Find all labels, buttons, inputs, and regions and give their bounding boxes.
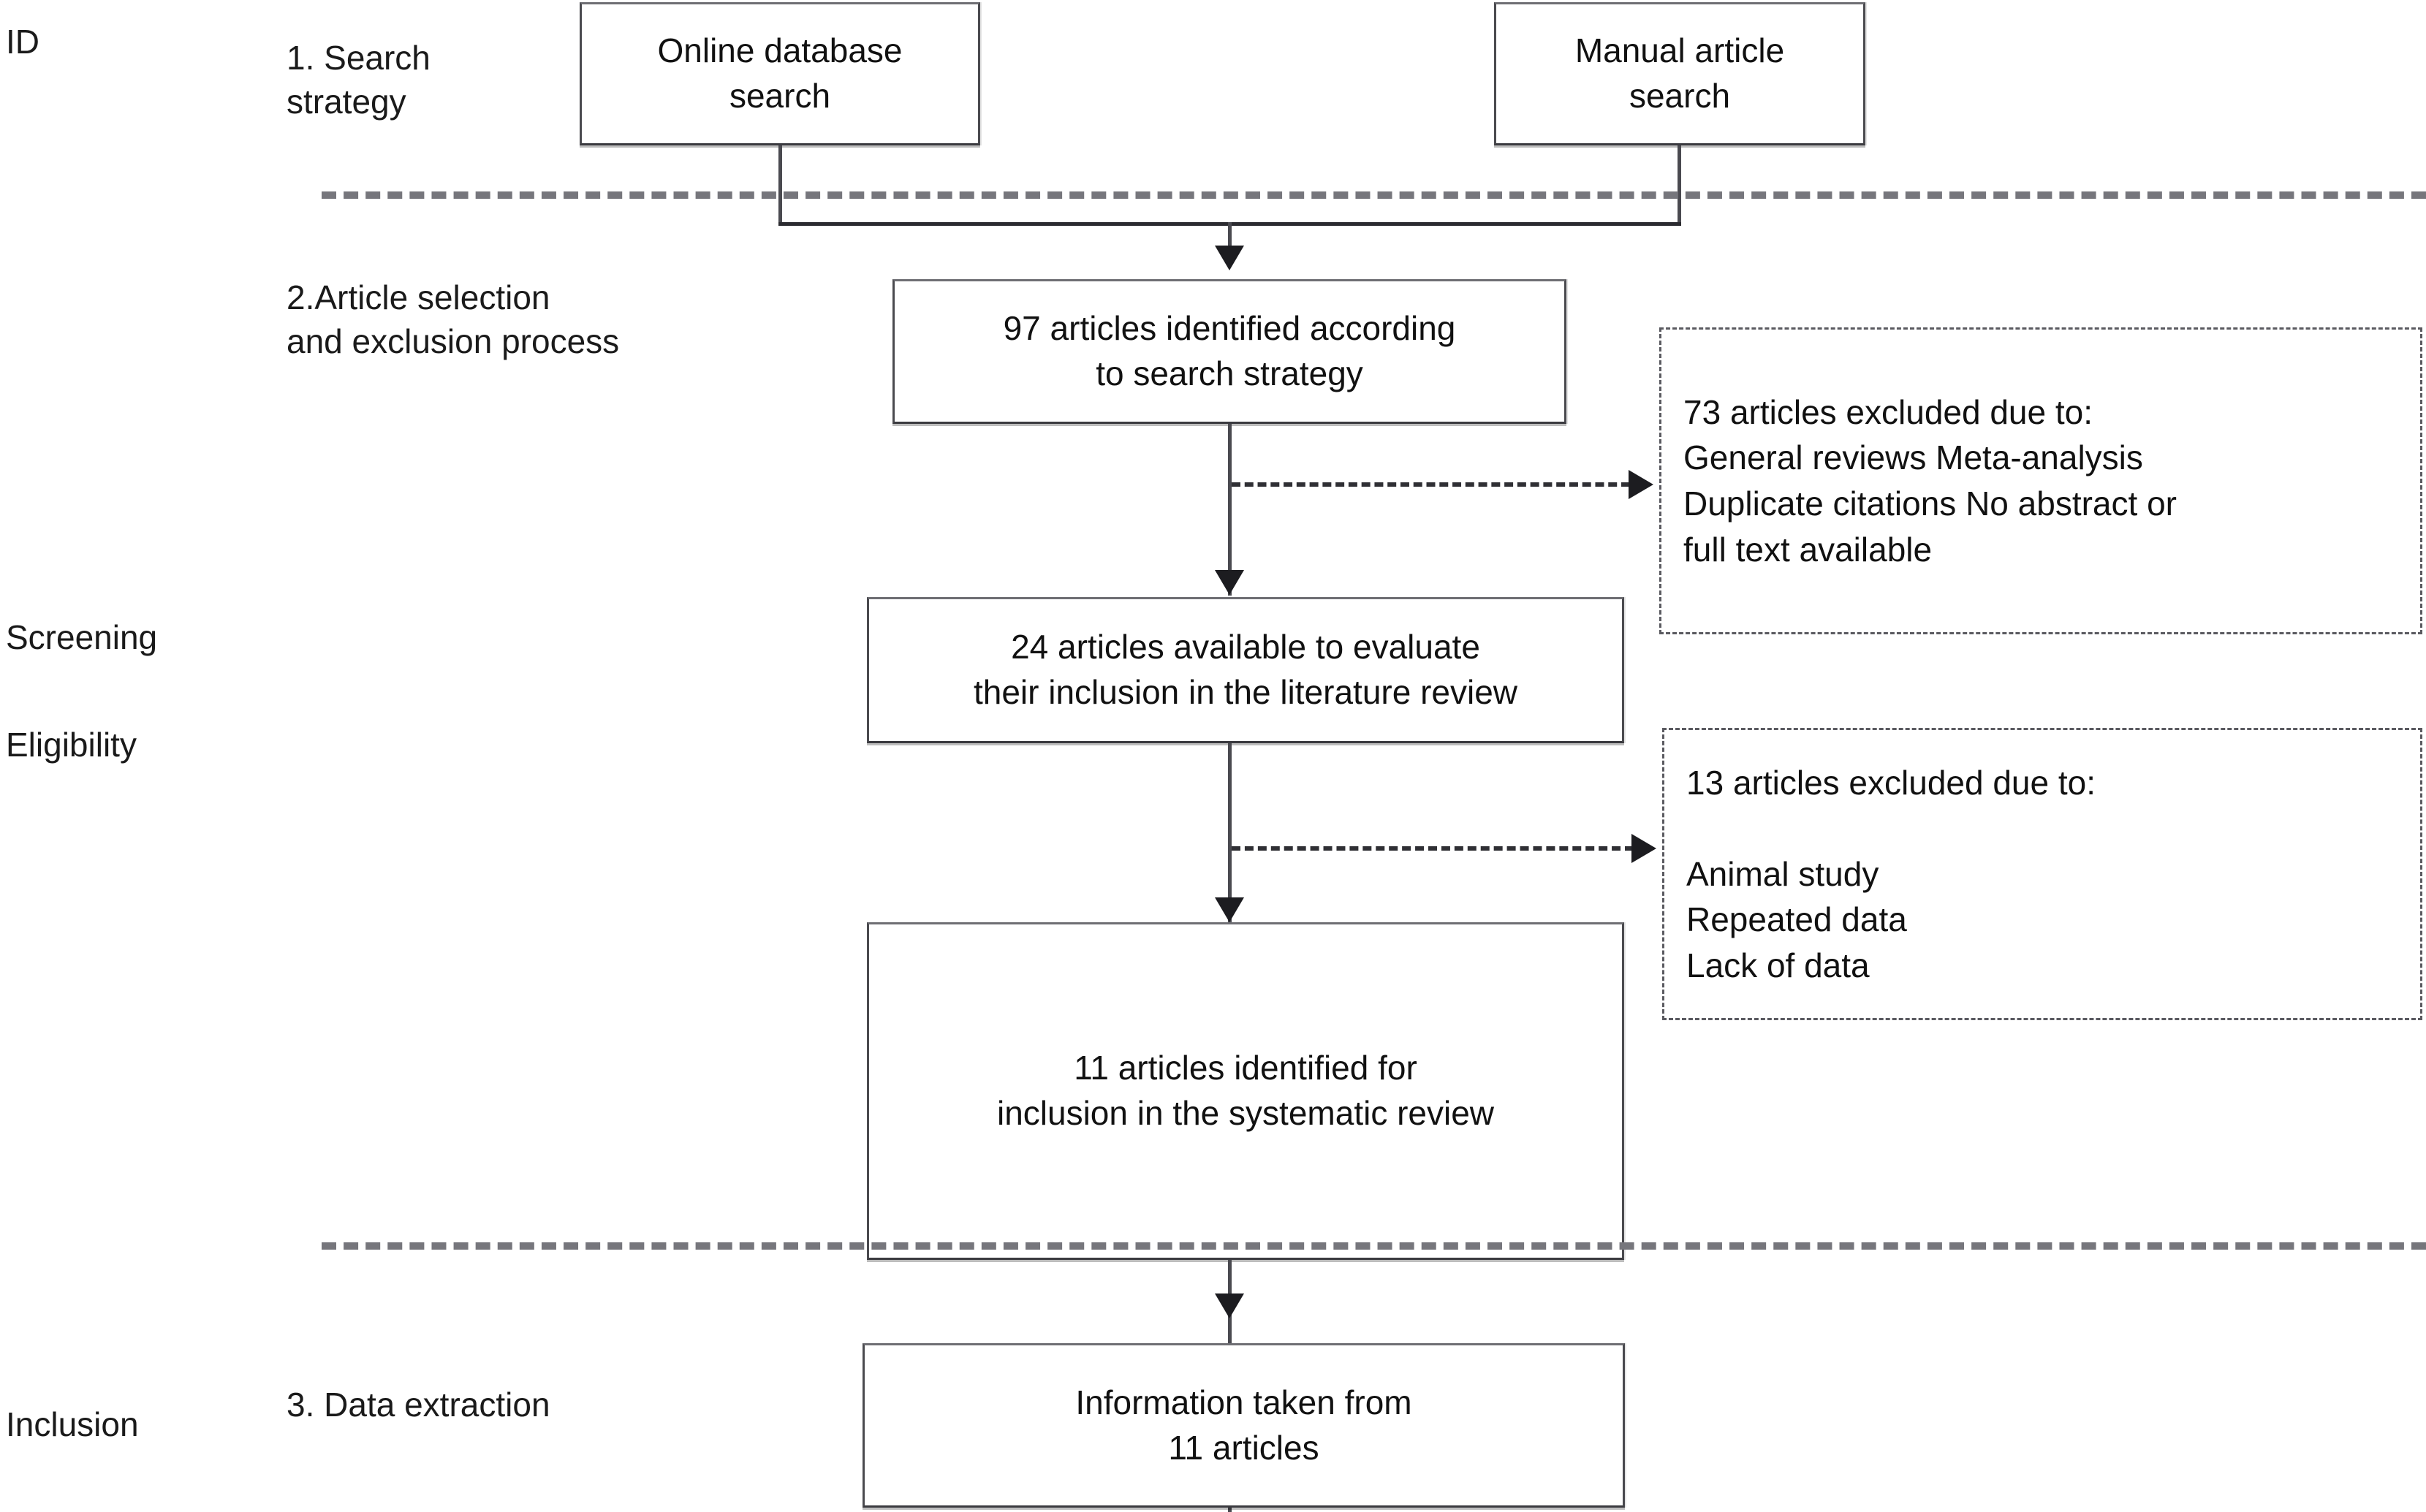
connector-available-to-included	[1228, 743, 1232, 922]
arrowhead-exclusion-eligibility	[1631, 834, 1656, 863]
arrowhead-available-to-included	[1215, 897, 1244, 922]
stage-label-id: ID	[6, 23, 39, 61]
arrowhead-exclusion-screening	[1629, 470, 1653, 499]
arrowhead-included-to-extraction	[1215, 1293, 1244, 1318]
step-label-search-strategy: 1. Search strategy	[287, 39, 431, 121]
step-label-article-selection: 2.Article selection and exclusion proces…	[287, 278, 620, 360]
stage-label-screening: Screening	[6, 618, 158, 656]
arrowhead-merge-to-identified	[1215, 246, 1244, 270]
connector-manual-article-down	[1678, 145, 1681, 225]
stage-label-inclusion: Inclusion	[6, 1405, 139, 1443]
box-identified-articles: 97 articles identified according to sear…	[892, 279, 1566, 424]
separator-identification-screening	[322, 191, 2426, 199]
connector-exclusion-screening	[1232, 482, 1630, 487]
box-online-database-search: Online database search	[580, 2, 980, 145]
box-manual-article-search: Manual article search	[1494, 2, 1865, 145]
exclusion-text-eligibility: 13 articles excluded due to: Animal stud…	[1686, 763, 2096, 984]
step-label-data-extraction: 3. Data extraction	[287, 1386, 550, 1424]
connector-identified-to-available	[1228, 424, 1232, 596]
stage-label-eligibility: Eligibility	[6, 726, 137, 764]
connector-online-database-down	[778, 145, 782, 225]
arrowhead-identified-to-available	[1215, 570, 1244, 595]
separator-eligibility-inclusion	[322, 1242, 2426, 1250]
exclusion-box-eligibility: 13 articles excluded due to: Animal stud…	[1662, 728, 2422, 1020]
box-available-articles: 24 articles available to evaluate their …	[867, 597, 1624, 743]
exclusion-box-screening: 73 articles excluded due to: General rev…	[1659, 327, 2422, 634]
box-included-articles: 11 articles identified for inclusion in …	[867, 922, 1624, 1260]
connector-exclusion-eligibility	[1232, 846, 1634, 851]
exclusion-text-screening: 73 articles excluded due to: General rev…	[1683, 392, 2177, 569]
connector-merge-to-identified	[1228, 222, 1232, 260]
box-data-extracted: Information taken from 11 articles	[863, 1343, 1625, 1508]
